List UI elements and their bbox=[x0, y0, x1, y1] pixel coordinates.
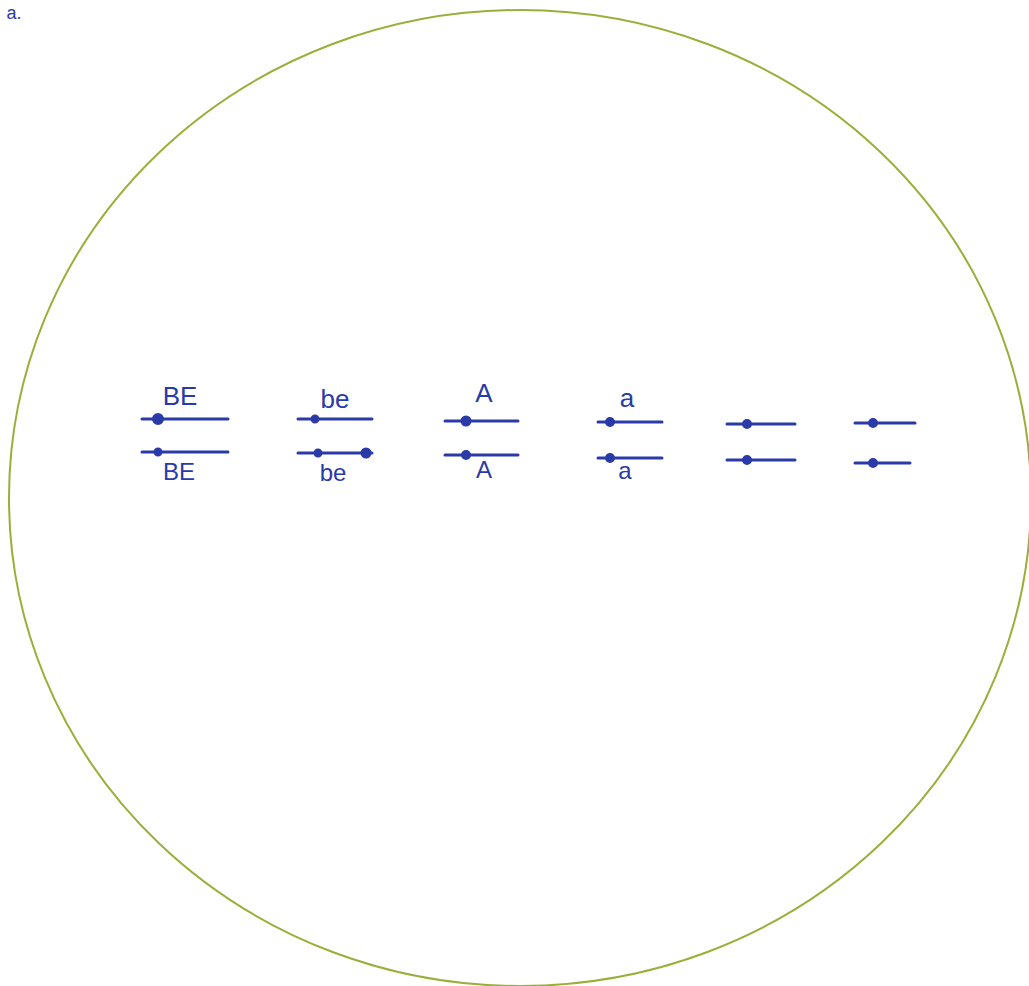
allele-label: BE bbox=[163, 460, 195, 484]
panel-letter: a. bbox=[6, 4, 21, 22]
allele-label: A bbox=[476, 458, 492, 482]
allele-label: BE bbox=[163, 383, 198, 409]
cell-outline bbox=[9, 10, 1029, 986]
chromosomes bbox=[142, 415, 915, 467]
allele-label: A bbox=[475, 380, 492, 406]
allele-label: be bbox=[320, 461, 347, 485]
allele-label: a bbox=[620, 385, 634, 411]
allele-label: be bbox=[321, 386, 350, 412]
allele-label: a bbox=[618, 459, 631, 483]
